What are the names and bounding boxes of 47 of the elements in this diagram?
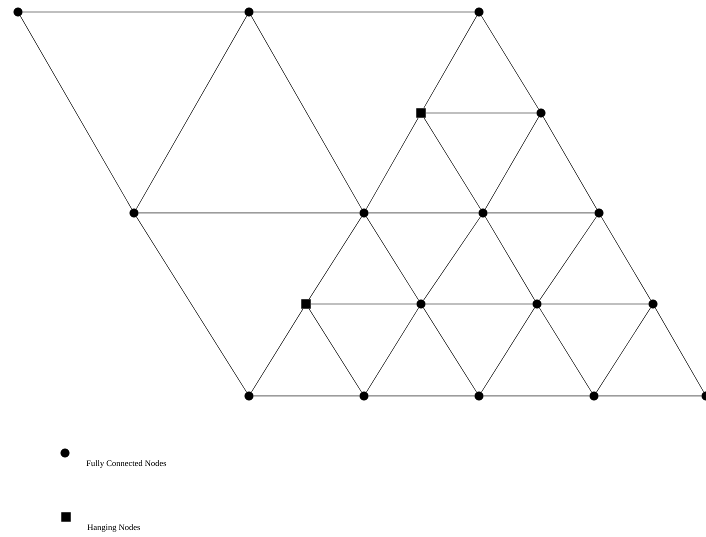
mesh-edge (596, 308, 651, 392)
mesh-edge (138, 212, 360, 214)
mesh-edge (426, 112, 537, 114)
mesh-edge (481, 16, 539, 110)
node-dot (244, 391, 254, 400)
node-dot (244, 8, 254, 16)
mesh-edge (366, 308, 419, 392)
node-dot (14, 8, 22, 16)
mesh-edge (423, 216, 481, 300)
mesh-edge (655, 308, 704, 392)
mesh-edge (481, 308, 535, 392)
mesh-edge (308, 308, 362, 392)
mesh-edge (251, 308, 304, 392)
mesh-edge (539, 308, 592, 392)
mesh-edge (485, 116, 539, 210)
node-dot (594, 208, 604, 218)
legend-label: Hanging Nodes (87, 524, 140, 532)
mesh-edge (423, 308, 477, 392)
mesh-edge (543, 116, 597, 210)
node-dot (532, 299, 542, 308)
hanging-node-square (416, 108, 426, 118)
node-dot (478, 208, 488, 218)
mesh-edge (485, 216, 535, 300)
mesh-edge (366, 118, 418, 210)
hanging-node-square (301, 299, 311, 309)
mesh-edge (366, 216, 419, 300)
node-dot (360, 208, 368, 218)
mesh-edge (136, 216, 247, 392)
legend-label: Fully Connected Nodes (86, 460, 166, 468)
mesh-edge (251, 16, 362, 210)
node-dot (536, 108, 546, 118)
mesh-edge (308, 216, 362, 300)
mesh-edge (424, 16, 477, 108)
node-dot (130, 208, 138, 218)
node-dot (416, 299, 426, 308)
node-dot (360, 391, 368, 400)
mesh-edge (601, 216, 651, 300)
mesh-edge (487, 212, 595, 214)
mesh-edge (20, 16, 132, 210)
mesh-edge (368, 212, 479, 214)
node-dot (648, 299, 658, 308)
node-dot (474, 8, 484, 16)
node-dot (590, 391, 598, 400)
node-dot (474, 391, 484, 400)
mesh-edge (539, 216, 597, 300)
mesh-edge (136, 16, 247, 210)
mesh-edge (424, 118, 481, 210)
